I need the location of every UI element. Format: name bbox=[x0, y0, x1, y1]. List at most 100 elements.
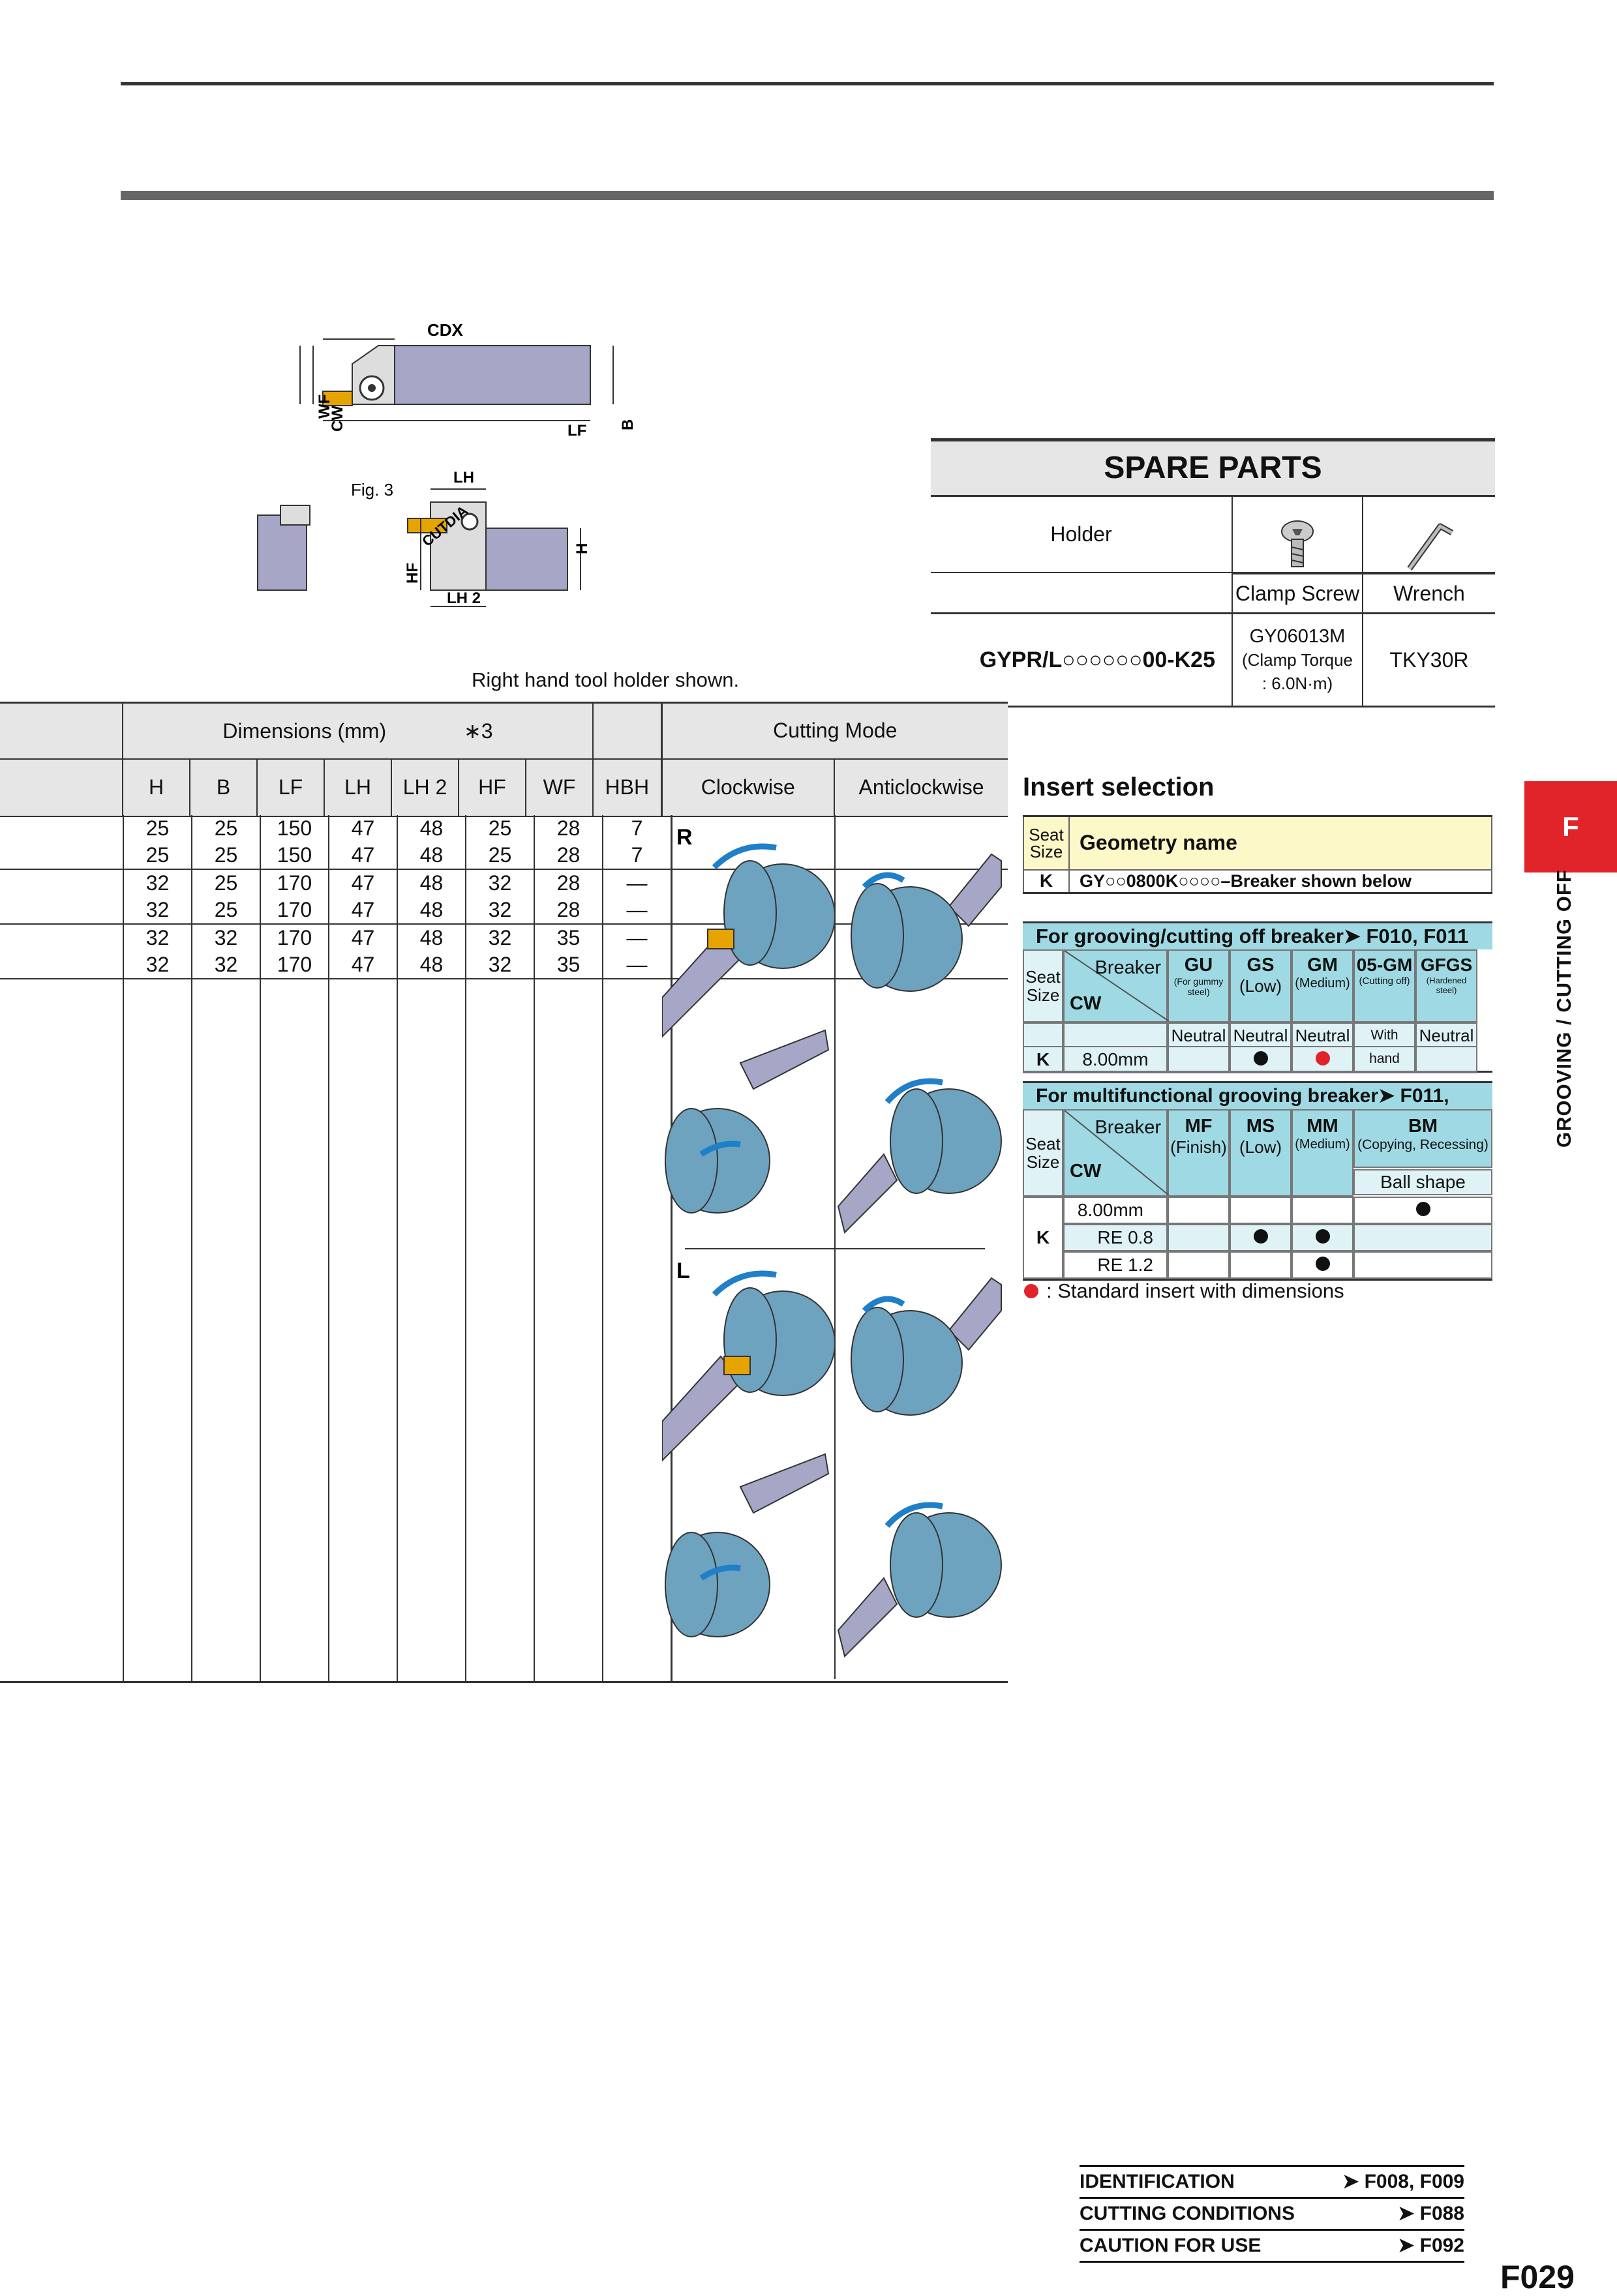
dimension-rows: 25 25 150 47 48 25 28 7 25 25 150 47 48 … bbox=[0, 815, 1008, 1683]
page-number: F029 bbox=[1500, 2259, 1575, 2295]
wrench-value: TKY30R bbox=[1389, 648, 1469, 672]
breaker-05-gm: 05-GM(Cutting off) bbox=[1353, 949, 1415, 1022]
workpiece-l-cw-1 bbox=[662, 1270, 836, 1462]
availability-dot bbox=[1253, 1051, 1268, 1066]
top-view bbox=[299, 338, 614, 421]
rotation-arrow-icon bbox=[884, 1078, 943, 1105]
col-lh: LH bbox=[324, 758, 392, 816]
breaker-gs: GS(Low) bbox=[1230, 949, 1292, 1022]
workpiece-r-cw-1 bbox=[662, 843, 836, 1038]
cutting-mode-illustrations: R L bbox=[662, 815, 1002, 1679]
table-row: 32 32 170 47 48 32 35 — bbox=[0, 951, 1008, 979]
label-wf: WF bbox=[316, 395, 333, 419]
col-anticlockwise: Anticlockwise bbox=[858, 775, 984, 799]
spare-parts-table: SPARE PARTS Holder Clamp Screw Wrench GY… bbox=[931, 438, 1495, 708]
multifunctional-title: For multifunctional grooving breaker➤ F0… bbox=[1023, 1081, 1492, 1133]
dimensions-header: Dimensions (mm) ∗3 bbox=[123, 702, 594, 759]
label-lh2: LH 2 bbox=[447, 589, 481, 607]
breaker-gm: GM(Medium) bbox=[1292, 949, 1353, 1022]
label-h: H bbox=[573, 543, 591, 554]
availability-dot bbox=[1315, 1229, 1330, 1244]
label-b: B bbox=[619, 419, 637, 430]
workpiece-r-cw-2 bbox=[665, 1029, 830, 1214]
workpiece-l-cw-2 bbox=[665, 1453, 830, 1637]
legend: : Standard insert with dimensions bbox=[1024, 1279, 1344, 1303]
hand-l-label: L bbox=[676, 1259, 690, 1283]
label-cw: CW bbox=[329, 406, 346, 432]
workpiece-l-acw-1 bbox=[851, 1277, 1002, 1416]
reference-cutting-conditions[interactable]: CUTTING CONDITIONS➤ F088 bbox=[1080, 2199, 1464, 2231]
col-h: H bbox=[123, 758, 190, 816]
wrench-header bbox=[1363, 497, 1495, 572]
section-tab[interactable]: F bbox=[1524, 781, 1617, 872]
geometry-table: Seat Size Geometry name K GY○○0800K○○○○–… bbox=[1023, 815, 1492, 894]
col-wf: WF bbox=[526, 758, 594, 816]
breaker-bm: BM(Copying, Recessing) bbox=[1353, 1109, 1492, 1168]
rotation-arrow-icon bbox=[699, 1564, 741, 1581]
table-row: 32 25 170 47 48 32 28 — bbox=[0, 897, 1008, 925]
fig-label: Fig. 3 bbox=[351, 480, 393, 499]
col-lh2: LH 2 bbox=[391, 758, 459, 816]
label-lh: LH bbox=[453, 469, 474, 486]
clamp-screw-value: GY06013M (Clamp Torque : 6.0N·m) bbox=[1233, 614, 1363, 706]
standard-insert-dot bbox=[1315, 1051, 1330, 1066]
rotation-arrow-icon bbox=[699, 1141, 741, 1157]
end-view bbox=[257, 505, 310, 591]
workpiece-r-acw-1 bbox=[851, 853, 1002, 992]
wrench-icon bbox=[1407, 523, 1454, 571]
spare-parts-title: SPARE PARTS bbox=[931, 438, 1495, 497]
availability-dot bbox=[1315, 1257, 1330, 1271]
hand-r-label: R bbox=[676, 825, 693, 850]
label-cdx: CDX bbox=[427, 320, 464, 340]
table-row: 32 32 170 47 48 32 35 — bbox=[0, 925, 1008, 951]
col-b: B bbox=[190, 758, 258, 816]
col-clockwise: Clockwise bbox=[661, 758, 836, 816]
breaker-mf: MF(Finish) bbox=[1168, 1109, 1230, 1197]
breaker-gu: GU(For gummy steel) bbox=[1168, 949, 1230, 1022]
col-lf: LF bbox=[257, 758, 325, 816]
breaker-mm: MM(Medium) bbox=[1292, 1109, 1353, 1197]
breaker-gfgs: GFGS(Hardened steel) bbox=[1415, 949, 1477, 1022]
screw-icon bbox=[1281, 520, 1314, 567]
rotation-arrow-icon bbox=[862, 1296, 905, 1313]
col-hbh: HBH bbox=[593, 758, 663, 816]
reference-identification[interactable]: IDENTIFICATION➤ F008, F009 bbox=[1080, 2165, 1464, 2199]
reference-links: IDENTIFICATION➤ F008, F009 CUTTING CONDI… bbox=[1080, 2165, 1464, 2263]
label-lf: LF bbox=[567, 422, 586, 440]
breaker-ms: MS(Low) bbox=[1230, 1109, 1292, 1197]
reference-caution[interactable]: CAUTION FOR USE➤ F092 bbox=[1080, 2231, 1464, 2263]
dimensions-table: Dimensions (mm) ∗3 Cutting Mode H B LF L… bbox=[0, 702, 1008, 817]
geometry-name-header: Geometry name bbox=[1068, 815, 1492, 871]
clamp-screw-label: Clamp Screw bbox=[1233, 573, 1363, 612]
tool-holder-drawing: CDX B LF WF CW Fig. 3 LH CUTDIA HF H LH … bbox=[257, 320, 637, 607]
rotation-arrow-icon bbox=[862, 872, 905, 889]
geometry-name-value: GY○○0800K○○○○–Breaker shown below bbox=[1068, 869, 1492, 894]
header-band bbox=[121, 191, 1494, 200]
holder-header: Holder bbox=[931, 497, 1233, 572]
seat-size-header: Seat Size bbox=[1023, 815, 1070, 871]
workpiece-r-acw-2 bbox=[837, 1078, 1002, 1234]
breaker-cw-header-mf: Breaker CW bbox=[1063, 1109, 1169, 1197]
col-hf: HF bbox=[459, 758, 526, 816]
table-row: 25 25 150 47 48 25 28 7 bbox=[0, 842, 1008, 870]
table-row: 25 25 150 47 48 25 28 7 bbox=[0, 815, 1008, 842]
legend-red-dot bbox=[1024, 1284, 1038, 1298]
rotation-arrow-icon bbox=[712, 843, 777, 870]
side-view bbox=[407, 488, 581, 607]
breaker-cw-header: Breaker CW bbox=[1063, 949, 1169, 1022]
availability-dot bbox=[1253, 1229, 1268, 1244]
holder-value: GYPR/L○○○○○○00-K25 bbox=[931, 614, 1233, 706]
clamp-screw-header bbox=[1233, 497, 1363, 572]
cutting-mode-header: Cutting Mode bbox=[773, 719, 898, 743]
label-hf: HF bbox=[404, 563, 421, 584]
availability-dot bbox=[1415, 1202, 1430, 1216]
top-rule bbox=[121, 82, 1494, 85]
workpiece-l-acw-2 bbox=[837, 1502, 1002, 1658]
rotation-arrow-icon bbox=[712, 1270, 777, 1297]
section-label: GROOVING / CUTTING OFF bbox=[1552, 869, 1575, 1148]
wrench-label: Wrench bbox=[1363, 573, 1495, 612]
figure-caption: Right hand tool holder shown. bbox=[472, 668, 740, 691]
insert-selection-title: Insert selection bbox=[1023, 773, 1215, 801]
table-row: K 8.00mm bbox=[1023, 1046, 1492, 1073]
table-row: 32 25 170 47 48 32 28 — bbox=[0, 870, 1008, 897]
